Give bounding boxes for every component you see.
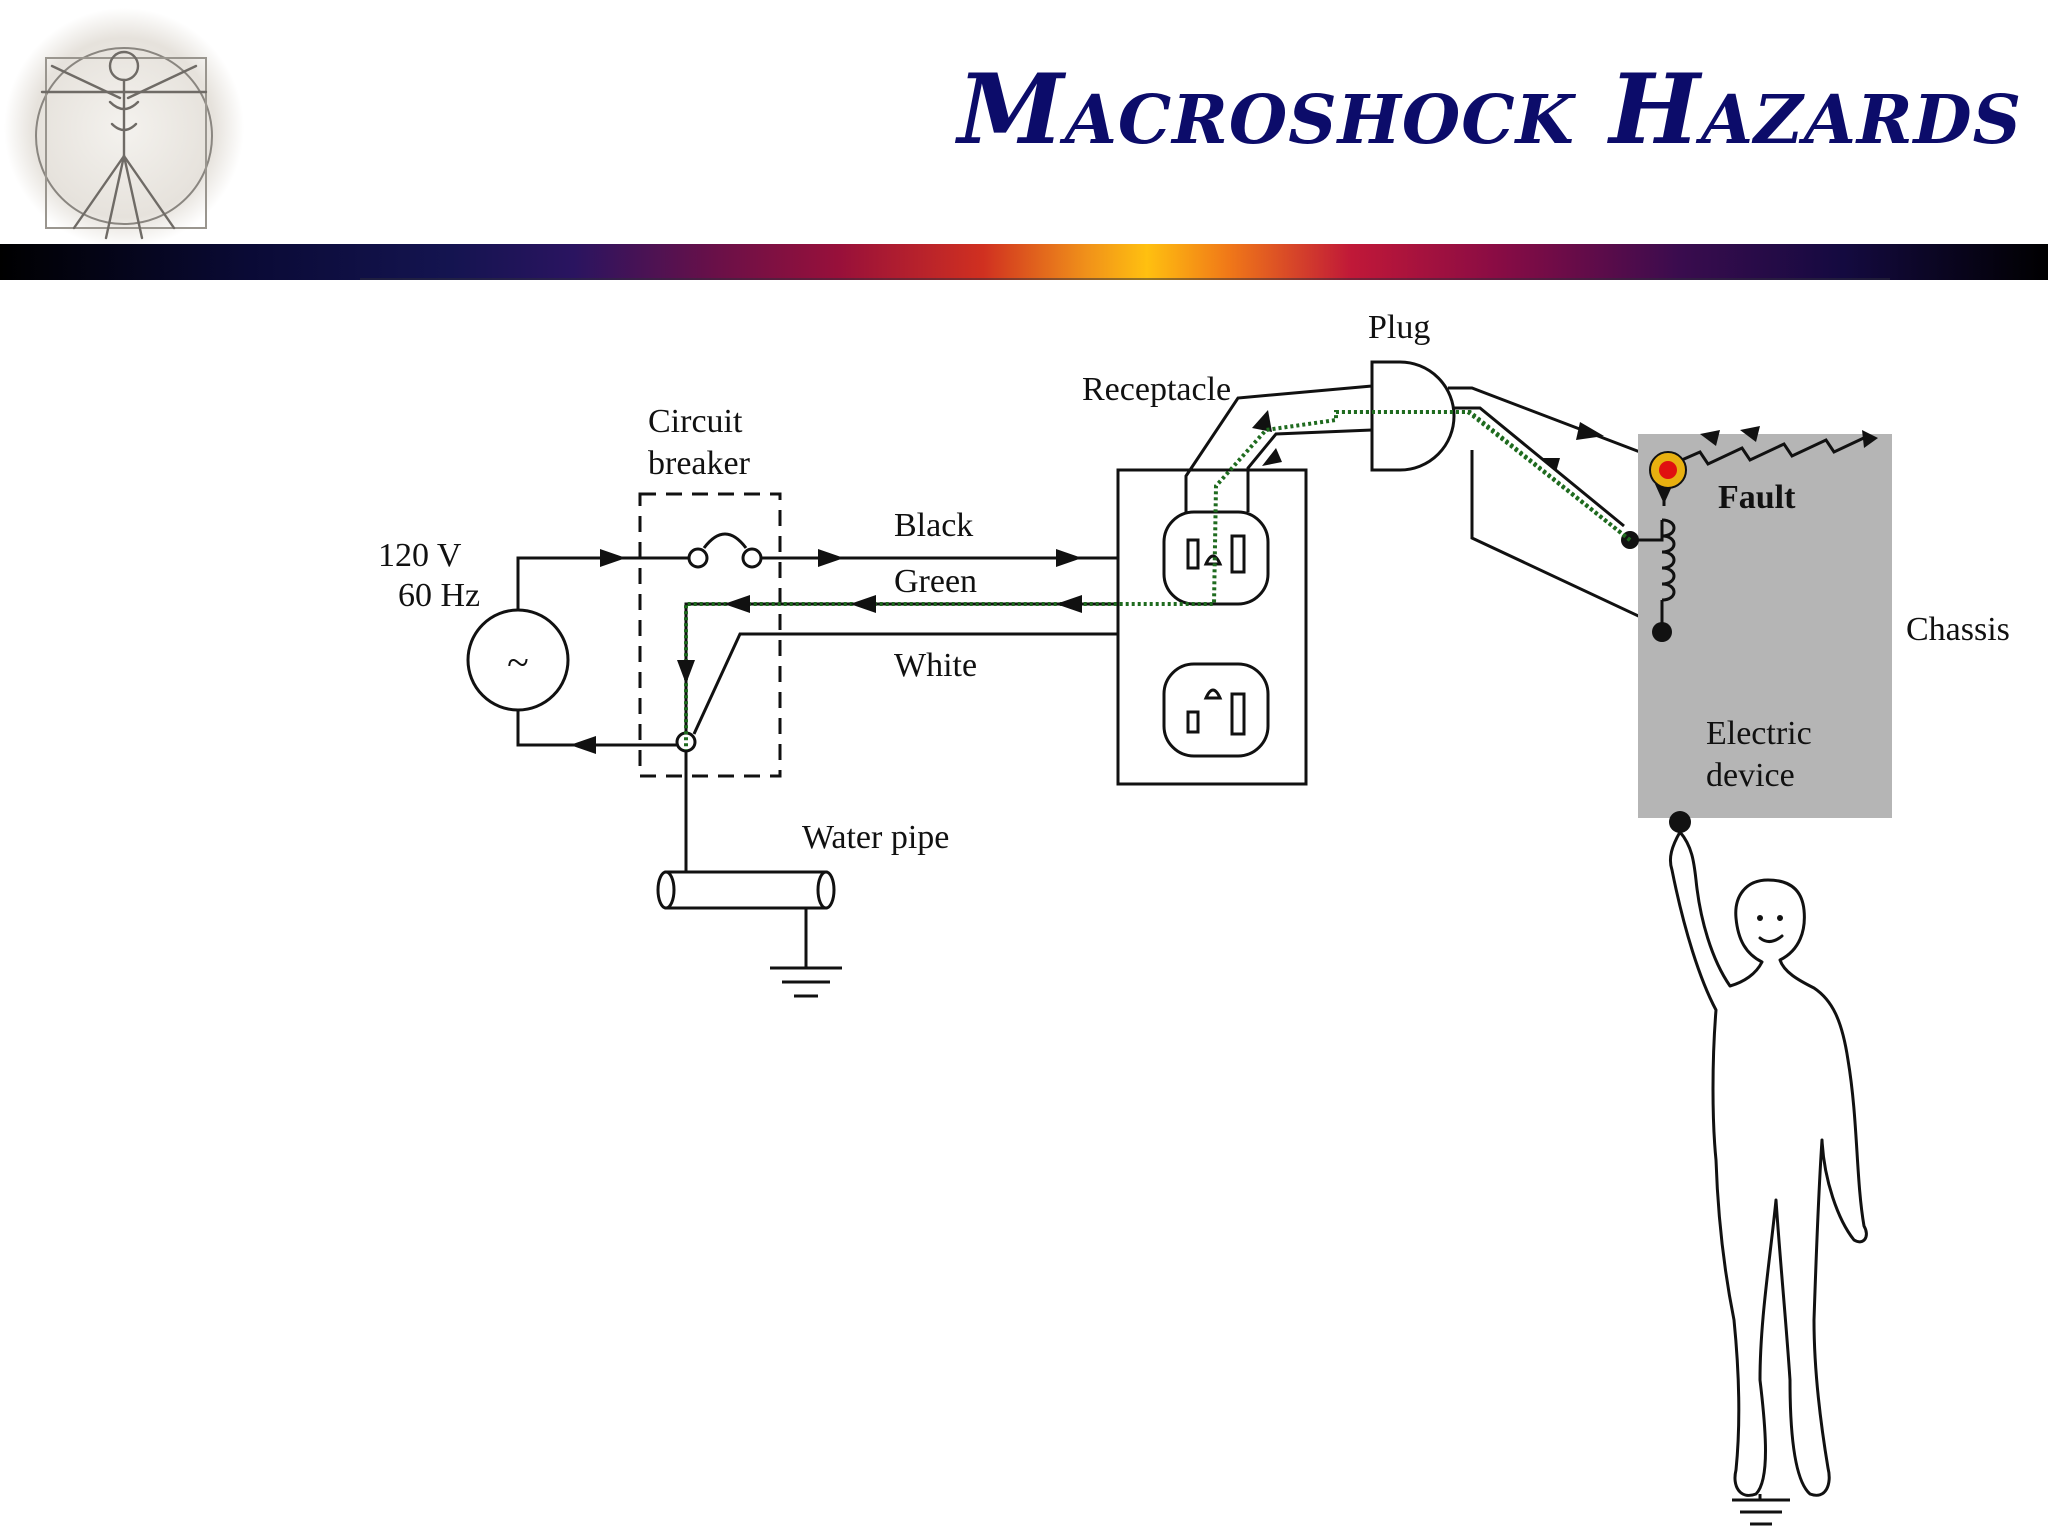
slide-title: Macroshock Hazards	[957, 53, 2022, 166]
source-wiring	[516, 556, 688, 747]
breaker-switch	[675, 532, 763, 753]
black-wire-label: Black	[894, 507, 973, 544]
chassis-label: Chassis	[1906, 611, 2010, 648]
source-voltage-label: 120 V	[378, 537, 462, 574]
current-arrow	[1740, 426, 1760, 442]
source-symbol: ~	[507, 640, 529, 685]
chassis-contact-point	[1669, 811, 1691, 833]
white-wire-label: White	[894, 647, 977, 684]
divider-shadow	[360, 278, 1890, 280]
electric-device-chassis	[1638, 434, 1892, 818]
current-arrow	[600, 549, 626, 567]
current-arrow	[677, 660, 695, 684]
fault-marker-icon	[1649, 451, 1687, 489]
current-arrow	[1056, 595, 1082, 613]
device-label-line2: device	[1706, 757, 1795, 794]
current-arrow	[1576, 422, 1604, 440]
device-label-line1: Electric	[1706, 715, 1812, 752]
fault-label: Fault	[1718, 479, 1796, 516]
device-cord	[1448, 386, 1665, 630]
vitruvian-man-icon	[4, 8, 244, 248]
outlet-lower	[1162, 662, 1270, 758]
plug	[1370, 360, 1456, 472]
current-arrow	[1262, 448, 1282, 466]
current-arrow	[1862, 430, 1878, 448]
current-arrow	[1540, 458, 1560, 472]
current-arrow	[1700, 430, 1720, 446]
person-ground-symbol-icon	[1732, 1494, 1790, 1526]
current-arrow	[1056, 549, 1082, 567]
breaker-label-line1: Circuit	[648, 403, 743, 440]
source-frequency-label: 60 Hz	[398, 577, 480, 614]
chassis-gap	[1738, 412, 1794, 416]
power-cord	[1184, 384, 1373, 512]
plug-label: Plug	[1368, 309, 1430, 346]
person-figure-icon	[1668, 830, 1868, 1497]
current-arrow	[818, 549, 844, 567]
current-arrow	[724, 595, 750, 613]
circuit-breaker-box	[638, 492, 782, 778]
current-arrow	[850, 595, 876, 613]
ac-source-icon: ~	[466, 608, 570, 712]
green-wire-label: Green	[894, 563, 977, 600]
receptacle-label: Receptacle	[1082, 371, 1231, 408]
title-divider-bar	[0, 244, 2048, 280]
fault-leakage-path	[1667, 434, 1869, 468]
current-arrow	[570, 736, 596, 754]
water-pipe	[656, 870, 836, 910]
breaker-label-line2: breaker	[648, 445, 751, 482]
water-pipe-label: Water pipe	[802, 819, 949, 856]
ground-symbol-icon	[770, 908, 842, 998]
current-arrow	[1655, 484, 1673, 504]
current-arrow	[1252, 410, 1272, 432]
